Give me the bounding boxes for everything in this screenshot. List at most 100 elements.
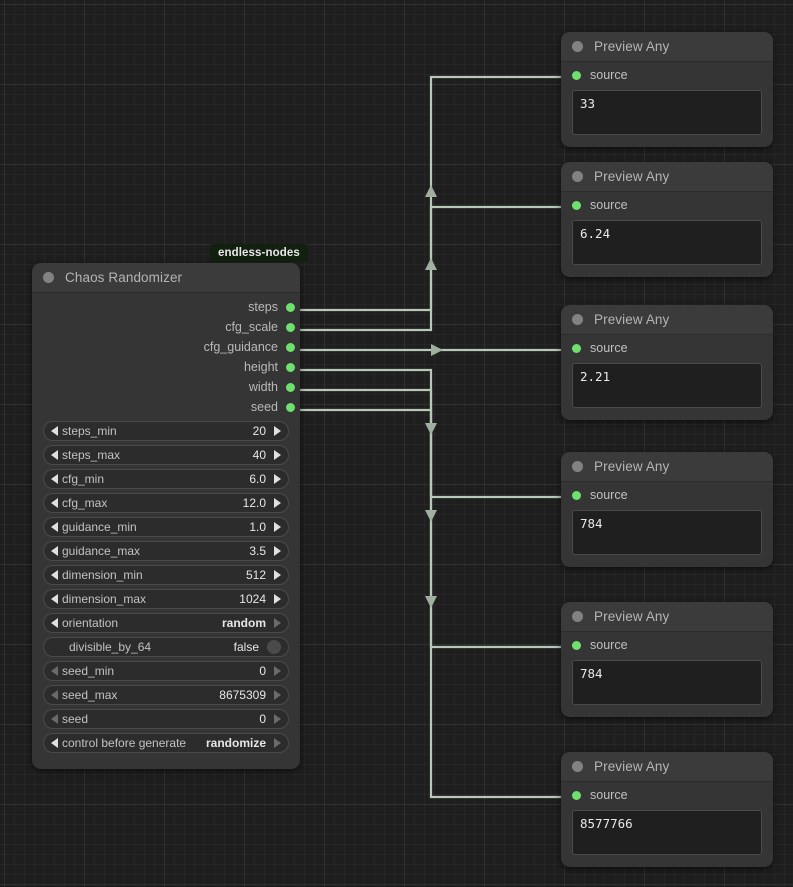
output-slot-dot-icon[interactable]	[286, 342, 295, 352]
decrement-arrow-icon[interactable]	[51, 546, 58, 556]
node-preview-any-5[interactable]: Preview Any source 784	[561, 602, 773, 717]
decrement-arrow-icon[interactable]	[51, 426, 58, 436]
output-slot-steps[interactable]: steps	[32, 297, 300, 317]
node-title-bar[interactable]: Preview Any	[561, 32, 773, 62]
increment-arrow-icon[interactable]	[274, 714, 281, 724]
decrement-arrow-icon[interactable]	[51, 666, 58, 676]
increment-arrow-icon[interactable]	[274, 666, 281, 676]
collapse-toggle-icon[interactable]	[572, 314, 583, 325]
collapse-toggle-icon[interactable]	[572, 171, 583, 182]
output-slot-height[interactable]: height	[32, 357, 300, 377]
widget-value[interactable]: 1.0	[249, 520, 266, 534]
input-slot-source[interactable]: source	[561, 782, 773, 808]
decrement-arrow-icon[interactable]	[51, 714, 58, 724]
increment-arrow-icon[interactable]	[274, 426, 281, 436]
widget-value[interactable]: 6.0	[249, 472, 266, 486]
output-slot-width[interactable]: width	[32, 377, 300, 397]
input-slot-source[interactable]: source	[561, 62, 773, 88]
input-slot-dot-icon[interactable]	[572, 200, 581, 210]
input-slot-dot-icon[interactable]	[572, 343, 581, 353]
input-slot-dot-icon[interactable]	[572, 70, 581, 80]
input-slot-dot-icon[interactable]	[572, 790, 581, 800]
decrement-arrow-icon[interactable]	[51, 690, 58, 700]
preview-value-textbox[interactable]: 784	[572, 510, 762, 555]
increment-arrow-icon[interactable]	[274, 474, 281, 484]
node-title-bar[interactable]: Preview Any	[561, 162, 773, 192]
widget-value[interactable]: 20	[252, 424, 266, 438]
widget-value[interactable]: 3.5	[249, 544, 266, 558]
input-slot-dot-icon[interactable]	[572, 490, 581, 500]
widget-value[interactable]: randomize	[205, 736, 266, 750]
output-slot-cfg-guidance[interactable]: cfg_guidance	[32, 337, 300, 357]
node-title-bar[interactable]: Preview Any	[561, 602, 773, 632]
decrement-arrow-icon[interactable]	[51, 450, 58, 460]
input-slot-source[interactable]: source	[561, 192, 773, 218]
widget-value[interactable]: 12.0	[242, 496, 266, 510]
node-preview-any-4[interactable]: Preview Any source 784	[561, 452, 773, 567]
increment-arrow-icon[interactable]	[274, 450, 281, 460]
increment-arrow-icon[interactable]	[274, 594, 281, 604]
decrement-arrow-icon[interactable]	[51, 498, 58, 508]
widget-value[interactable]: 0	[259, 712, 266, 726]
input-slot-dot-icon[interactable]	[572, 640, 581, 650]
widget-value[interactable]: 512	[245, 568, 266, 582]
toggle-knob-icon[interactable]	[267, 640, 281, 654]
node-preview-any-6[interactable]: Preview Any source 8577766	[561, 752, 773, 867]
increment-arrow-icon[interactable]	[274, 618, 281, 628]
decrement-arrow-icon[interactable]	[51, 738, 58, 748]
node-title-bar[interactable]: Preview Any	[561, 752, 773, 782]
preview-value-textbox[interactable]: 784	[572, 660, 762, 705]
increment-arrow-icon[interactable]	[274, 522, 281, 532]
output-slot-seed[interactable]: seed	[32, 397, 300, 417]
collapse-toggle-icon[interactable]	[43, 272, 54, 283]
output-slot-dot-icon[interactable]	[286, 362, 295, 372]
decrement-arrow-icon[interactable]	[51, 474, 58, 484]
input-slot-source[interactable]: source	[561, 482, 773, 508]
collapse-toggle-icon[interactable]	[572, 41, 583, 52]
collapse-toggle-icon[interactable]	[572, 461, 583, 472]
decrement-arrow-icon[interactable]	[51, 570, 58, 580]
output-slot-dot-icon[interactable]	[286, 302, 295, 312]
output-slot-cfg-scale[interactable]: cfg_scale	[32, 317, 300, 337]
increment-arrow-icon[interactable]	[274, 570, 281, 580]
decrement-arrow-icon[interactable]	[51, 594, 58, 604]
collapse-toggle-icon[interactable]	[572, 611, 583, 622]
widget-value[interactable]: random	[221, 616, 266, 630]
decrement-arrow-icon[interactable]	[51, 618, 58, 628]
increment-arrow-icon[interactable]	[274, 738, 281, 748]
widget-value[interactable]: 8675309	[219, 688, 266, 702]
node-title-bar[interactable]: Preview Any	[561, 305, 773, 335]
preview-value-textbox[interactable]: 2.21	[572, 363, 762, 408]
node-preview-any-2[interactable]: Preview Any source 6.24	[561, 162, 773, 277]
output-slot-dot-icon[interactable]	[286, 382, 295, 392]
decrement-arrow-icon[interactable]	[51, 522, 58, 532]
output-slot-dot-icon[interactable]	[286, 402, 295, 412]
preview-value-textbox[interactable]: 33	[572, 90, 762, 135]
increment-arrow-icon[interactable]	[274, 546, 281, 556]
preview-value-textbox[interactable]: 6.24	[572, 220, 762, 265]
node-title-bar[interactable]: Chaos Randomizer	[32, 263, 300, 293]
node-title-bar[interactable]: Preview Any	[561, 452, 773, 482]
preview-value-textbox[interactable]: 8577766	[572, 810, 762, 855]
widget-value[interactable]: 1024	[239, 592, 266, 606]
increment-arrow-icon[interactable]	[274, 690, 281, 700]
input-slot-source[interactable]: source	[561, 335, 773, 361]
input-slot-source[interactable]: source	[561, 632, 773, 658]
output-slot-dot-icon[interactable]	[286, 322, 295, 332]
increment-arrow-icon[interactable]	[274, 498, 281, 508]
